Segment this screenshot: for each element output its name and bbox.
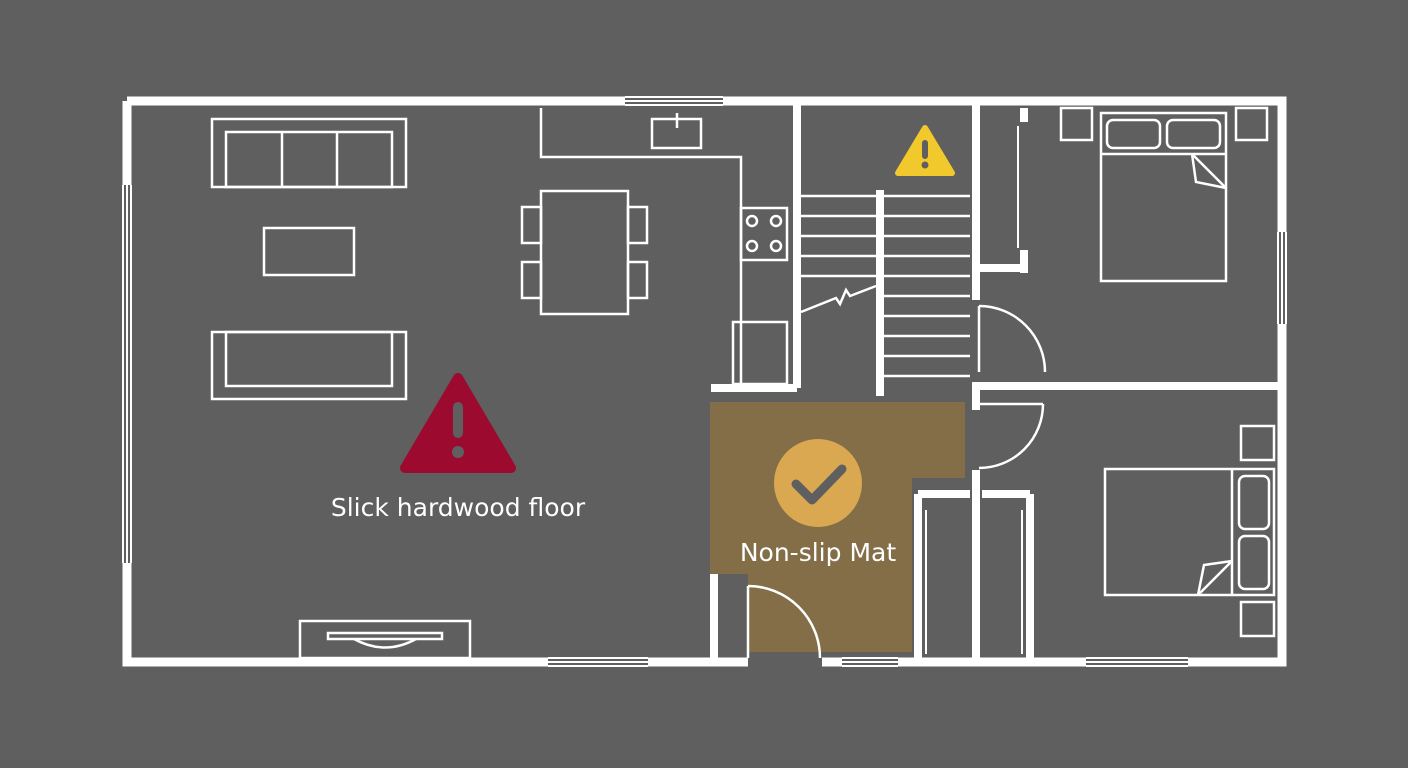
dining-chair bbox=[626, 205, 649, 245]
window-bottom-2 bbox=[842, 657, 898, 667]
front-door bbox=[746, 584, 822, 659]
dining-set bbox=[520, 189, 649, 316]
nightstand bbox=[1234, 106, 1269, 142]
closet-lines bbox=[925, 126, 1023, 654]
nightstand bbox=[1239, 424, 1276, 462]
hazard-label: Slick hardwood floor bbox=[331, 493, 586, 522]
kitchen bbox=[539, 108, 789, 386]
interior-walls bbox=[710, 105, 1278, 658]
hazard-warning-icon bbox=[400, 373, 516, 473]
dining-table bbox=[539, 189, 630, 316]
bed-2 bbox=[1103, 467, 1276, 597]
tv-console bbox=[298, 619, 472, 660]
living-room bbox=[210, 117, 472, 660]
nightstand bbox=[1059, 106, 1094, 142]
sofa-top bbox=[210, 117, 408, 189]
window-bottom-3 bbox=[1086, 657, 1188, 667]
dining-chair bbox=[626, 260, 649, 300]
coffee-table bbox=[262, 226, 356, 277]
window-bottom-1 bbox=[548, 657, 648, 667]
check-circle-icon bbox=[774, 439, 862, 527]
bed-1 bbox=[1099, 111, 1228, 283]
doors bbox=[746, 304, 1047, 659]
bedroom-1 bbox=[1059, 106, 1269, 283]
window-top bbox=[625, 96, 723, 106]
caution-warning-icon bbox=[895, 125, 955, 176]
window-left bbox=[122, 185, 132, 563]
door-bedroom-2 bbox=[978, 402, 1045, 470]
kitchen-counter bbox=[539, 108, 743, 386]
dining-chair bbox=[520, 260, 543, 300]
staircase bbox=[800, 194, 970, 378]
non-slip-mat-label: Non-slip Mat bbox=[740, 538, 896, 567]
windows bbox=[122, 96, 1287, 667]
nightstand bbox=[1239, 600, 1276, 638]
stove bbox=[739, 206, 789, 262]
bedroom-2 bbox=[1103, 424, 1276, 638]
front-door-gap bbox=[748, 656, 822, 668]
sofa-bottom bbox=[210, 330, 408, 401]
fridge bbox=[731, 320, 789, 386]
dining-chair bbox=[520, 205, 543, 245]
window-right bbox=[1277, 232, 1287, 324]
stair-break-line bbox=[800, 284, 877, 314]
door-bedroom-1 bbox=[977, 304, 1047, 373]
